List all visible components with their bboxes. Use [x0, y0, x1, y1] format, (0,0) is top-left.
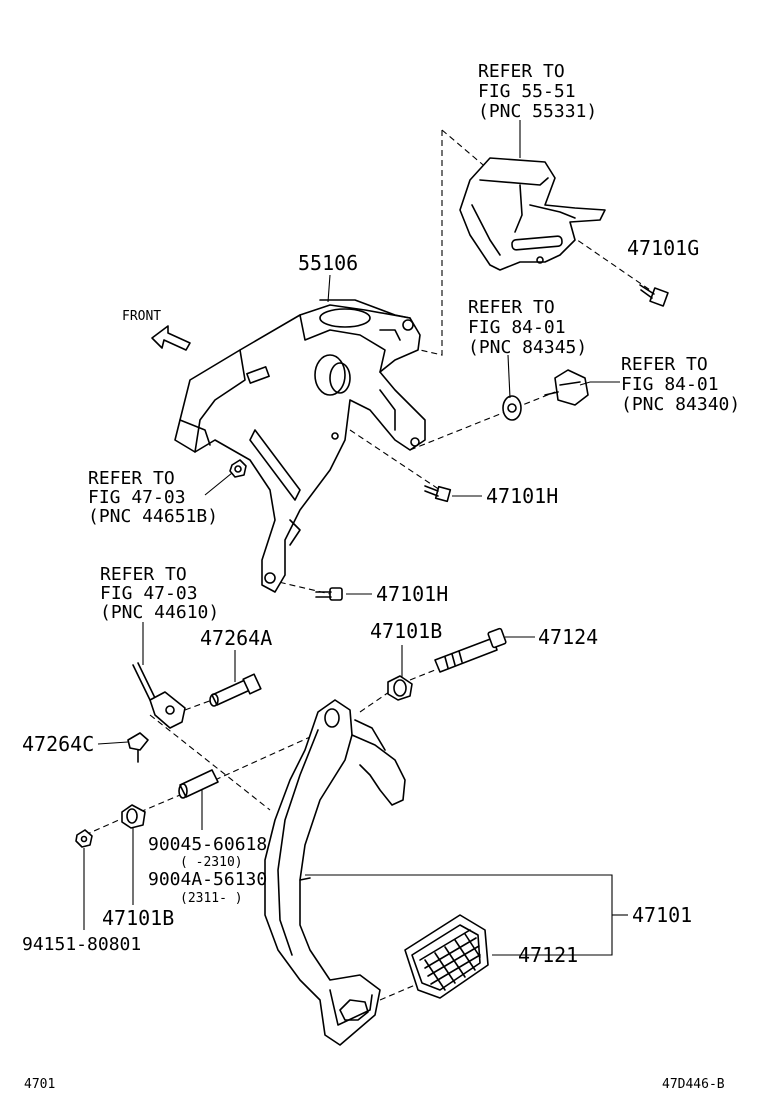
- pin-47264a: [209, 673, 262, 707]
- label-refer-55331-line2: FIG 55-51: [478, 81, 576, 102]
- label-47101b-bottom: 47101B: [102, 906, 174, 930]
- bolt-47101h-upper: [424, 485, 452, 503]
- label-47264c: 47264C: [22, 732, 94, 756]
- label-refer-84345-line3: (PNC 84345): [468, 337, 587, 358]
- label-refer-55331-line3: (PNC 55331): [478, 101, 597, 122]
- nut-44651b: [229, 459, 247, 478]
- label-refer-84345-line2: FIG 84-01: [468, 317, 566, 338]
- label-refer-44610-line2: FIG 47-03: [100, 583, 198, 604]
- bolt-47124: [434, 627, 507, 673]
- label-47121: 47121: [518, 943, 578, 967]
- label-47264a: 47264A: [200, 626, 272, 650]
- nut-94151: [75, 829, 93, 848]
- label-refer-84340-line3: (PNC 84340): [621, 394, 740, 415]
- pedal-pad-47121: [404, 914, 489, 999]
- label-94151: 94151-80801: [22, 934, 141, 955]
- label-range-2311: (2311- ): [180, 891, 243, 906]
- collar-90045: [178, 769, 219, 799]
- switch-clip: [502, 395, 522, 421]
- label-47101: 47101: [632, 903, 692, 927]
- label-refer-84340-line1: REFER TO: [621, 354, 708, 375]
- bolt-47101g: [639, 284, 669, 307]
- label-55106: 55106: [298, 251, 358, 275]
- pedal-support-bracket: [174, 299, 426, 593]
- top-bracket: [459, 157, 606, 271]
- label-range-2310: ( -2310): [180, 855, 243, 870]
- label-47101h-lower: 47101H: [376, 582, 448, 606]
- label-47124: 47124: [538, 625, 598, 649]
- label-refer-55331-line1: REFER TO: [478, 61, 565, 82]
- label-refer-44651b-line3: (PNC 44651B): [88, 506, 218, 527]
- label-47101b-top: 47101B: [370, 619, 442, 643]
- leader-lines: [83, 120, 628, 956]
- stop-lamp-switch: [544, 369, 589, 406]
- label-47101g: 47101G: [627, 236, 699, 260]
- label-refer-84340-line2: FIG 84-01: [621, 374, 719, 395]
- footer-right-code: 47D446-B: [662, 1077, 725, 1092]
- front-arrow-icon: [151, 325, 191, 351]
- clevis-assembly: [132, 662, 186, 729]
- brake-pedal-arm: [264, 699, 406, 1046]
- bushing-47101b-lower: [121, 804, 146, 829]
- label-refer-44610-line1: REFER TO: [100, 564, 187, 585]
- label-refer-44651b-line2: FIG 47-03: [88, 487, 186, 508]
- label-front: FRONT: [122, 309, 161, 324]
- label-9004a: 9004A-56130: [148, 869, 267, 890]
- part-labels: REFER TO FIG 55-51 (PNC 55331) 47101G 55…: [22, 61, 740, 1092]
- footer-left-code: 4701: [24, 1077, 55, 1092]
- label-refer-84345-line1: REFER TO: [468, 297, 555, 318]
- clip-47264c: [127, 732, 149, 763]
- label-refer-44610-line3: (PNC 44610): [100, 602, 219, 623]
- bushing-47101b-upper: [387, 675, 413, 701]
- label-refer-44651b-line1: REFER TO: [88, 468, 175, 489]
- label-47101h-upper: 47101H: [486, 484, 558, 508]
- bolt-47101h-lower: [315, 587, 343, 601]
- label-90045: 90045-60618: [148, 834, 267, 855]
